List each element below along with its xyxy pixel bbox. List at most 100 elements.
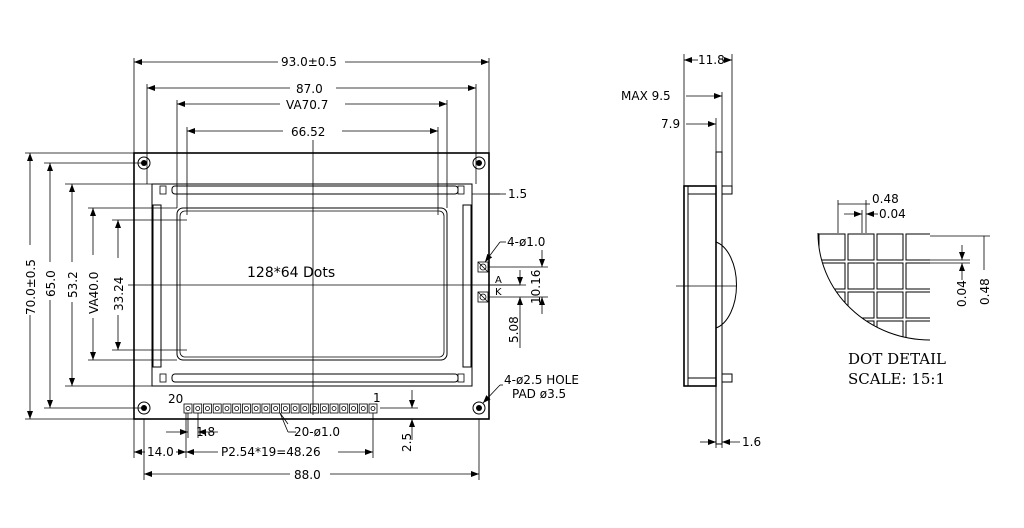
led-pins: [477, 261, 489, 303]
pcb-edge: [715, 151, 723, 445]
dim-pin-offset-left: 14.0: [147, 445, 174, 459]
pin-hole: [273, 406, 279, 411]
dim-dot-pitch-vertical: 0.48: [978, 278, 992, 305]
pin-hole-dia-label: 20-ø1.0: [294, 425, 340, 439]
right-rail: [462, 204, 472, 368]
pin-pad: [183, 403, 193, 414]
dot-cell: [818, 320, 846, 340]
mount-hole-label: 4-ø2.5 HOLE: [504, 373, 579, 387]
pin-hole: [360, 406, 366, 411]
dim-hole-pitch-height: 65.0: [44, 270, 58, 297]
pin-pad: [222, 403, 232, 414]
mount-hole: [472, 156, 486, 170]
pin-pad: [212, 403, 222, 414]
mount-hole: [472, 401, 486, 415]
dim-total-thickness: 11.8: [698, 53, 725, 67]
dim-dot-pitch: 0.48: [872, 192, 899, 206]
pin-hole: [302, 406, 308, 411]
pin-hole: [292, 406, 298, 411]
pin-hole: [185, 406, 191, 411]
pin-pad: [290, 403, 300, 414]
pin-pad: [232, 403, 242, 414]
dot-detail-title: DOT DETAIL: [848, 350, 946, 368]
pin-pad: [349, 403, 358, 414]
pin-hole: [282, 406, 288, 411]
led-pin-holes-label: 4-ø1.0: [507, 235, 545, 249]
viewing-area-inner: [179, 210, 445, 358]
dim-viewing-width: VA70.7: [286, 98, 328, 112]
dot-cell: [905, 262, 930, 290]
top-rail: [171, 185, 459, 195]
pin-pad: [251, 403, 261, 414]
pcb-outline: [133, 152, 490, 420]
left-rail: [152, 204, 162, 368]
dim-led-pin-offset: 5.08: [507, 316, 521, 343]
pin-hole: [263, 406, 269, 411]
pin-hole: [234, 406, 240, 411]
dim-module-thickness: 7.9: [661, 117, 680, 131]
dot-cell: [847, 262, 875, 290]
pin-hole: [224, 406, 230, 411]
mount-pad-label: PAD ø3.5: [512, 387, 566, 401]
pin-hole: [205, 406, 210, 411]
dim-pcb-thickness: 1.6: [742, 435, 761, 449]
pin-hole: [321, 406, 327, 411]
bottom-rail: [171, 373, 459, 383]
dim-bezel-width: 87.0: [296, 82, 323, 96]
pin-pad: [358, 403, 368, 414]
dim-max-thickness: MAX 9.5: [621, 89, 671, 103]
dim-led-pin-spacing: 10.16: [529, 270, 543, 304]
viewing-area: [176, 207, 448, 361]
side-view: 11.8 MAX 9.5 7.9 1.6: [621, 53, 761, 449]
corner-tab: [457, 373, 465, 383]
bezel-tab-bottom: [721, 373, 733, 383]
dot-cell: [905, 320, 930, 340]
pin-pad: [339, 403, 349, 414]
dim-active-height: 33.24: [112, 277, 126, 311]
display-label: 128*64 Dots: [247, 265, 335, 281]
pin-pad: [319, 403, 329, 414]
dim-dot-gap-vertical: 0.04: [955, 280, 969, 307]
dot-cell: [876, 291, 904, 319]
dim-pin-pad-size: 1.8: [196, 425, 215, 439]
pin-last-label: 1: [373, 391, 381, 405]
dim-active-width: 66.52: [291, 125, 325, 139]
pin-hole: [214, 406, 220, 411]
pin-pad: [329, 403, 339, 414]
corner-tab: [159, 373, 167, 383]
dim-hole-pitch-width: 88.0: [294, 468, 321, 482]
corner-tab: [159, 185, 167, 195]
corner-tab: [457, 185, 465, 195]
pin-pad: [193, 403, 203, 414]
pin-hole: [195, 406, 201, 411]
pin-hole: [331, 406, 337, 411]
dot-cell: [876, 262, 904, 290]
detail-arc: [817, 232, 931, 341]
front-view: 20 1 A K 128*64 Dots 93.0±0.5 87.0 VA70.: [24, 55, 579, 482]
dot-cell: [847, 320, 875, 340]
dot-detail-scale: SCALE: 15:1: [848, 370, 945, 388]
pin-first-label: 20: [168, 392, 183, 406]
pin-hole: [351, 406, 356, 411]
dim-viewing-height: VA40.0: [87, 272, 101, 314]
pin-hole: [341, 406, 347, 411]
dim-pin-pitch: P2.54*19=48.26: [221, 445, 321, 459]
dot-cell: [905, 233, 930, 261]
pin-pad: [242, 403, 251, 414]
pin-pad: [271, 403, 281, 414]
led-pin-a-label: A: [495, 275, 502, 286]
dim-bezel-height: 53.2: [66, 271, 80, 298]
dot-cell: [847, 233, 875, 261]
pin-hole: [244, 406, 249, 411]
pin-pad: [280, 403, 290, 414]
pin-pad: [368, 403, 378, 414]
dim-pin-offset-vertical: 2.5: [400, 433, 414, 452]
dim-frame-offset: 1.5: [508, 187, 527, 201]
dot-cell: [905, 291, 930, 319]
dim-dot-gap: 0.04: [879, 207, 906, 221]
pin-pad: [310, 403, 319, 414]
pin-header: [183, 403, 378, 414]
pin-hole: [312, 406, 317, 411]
dim-outline-width: 93.0±0.5: [281, 55, 337, 69]
